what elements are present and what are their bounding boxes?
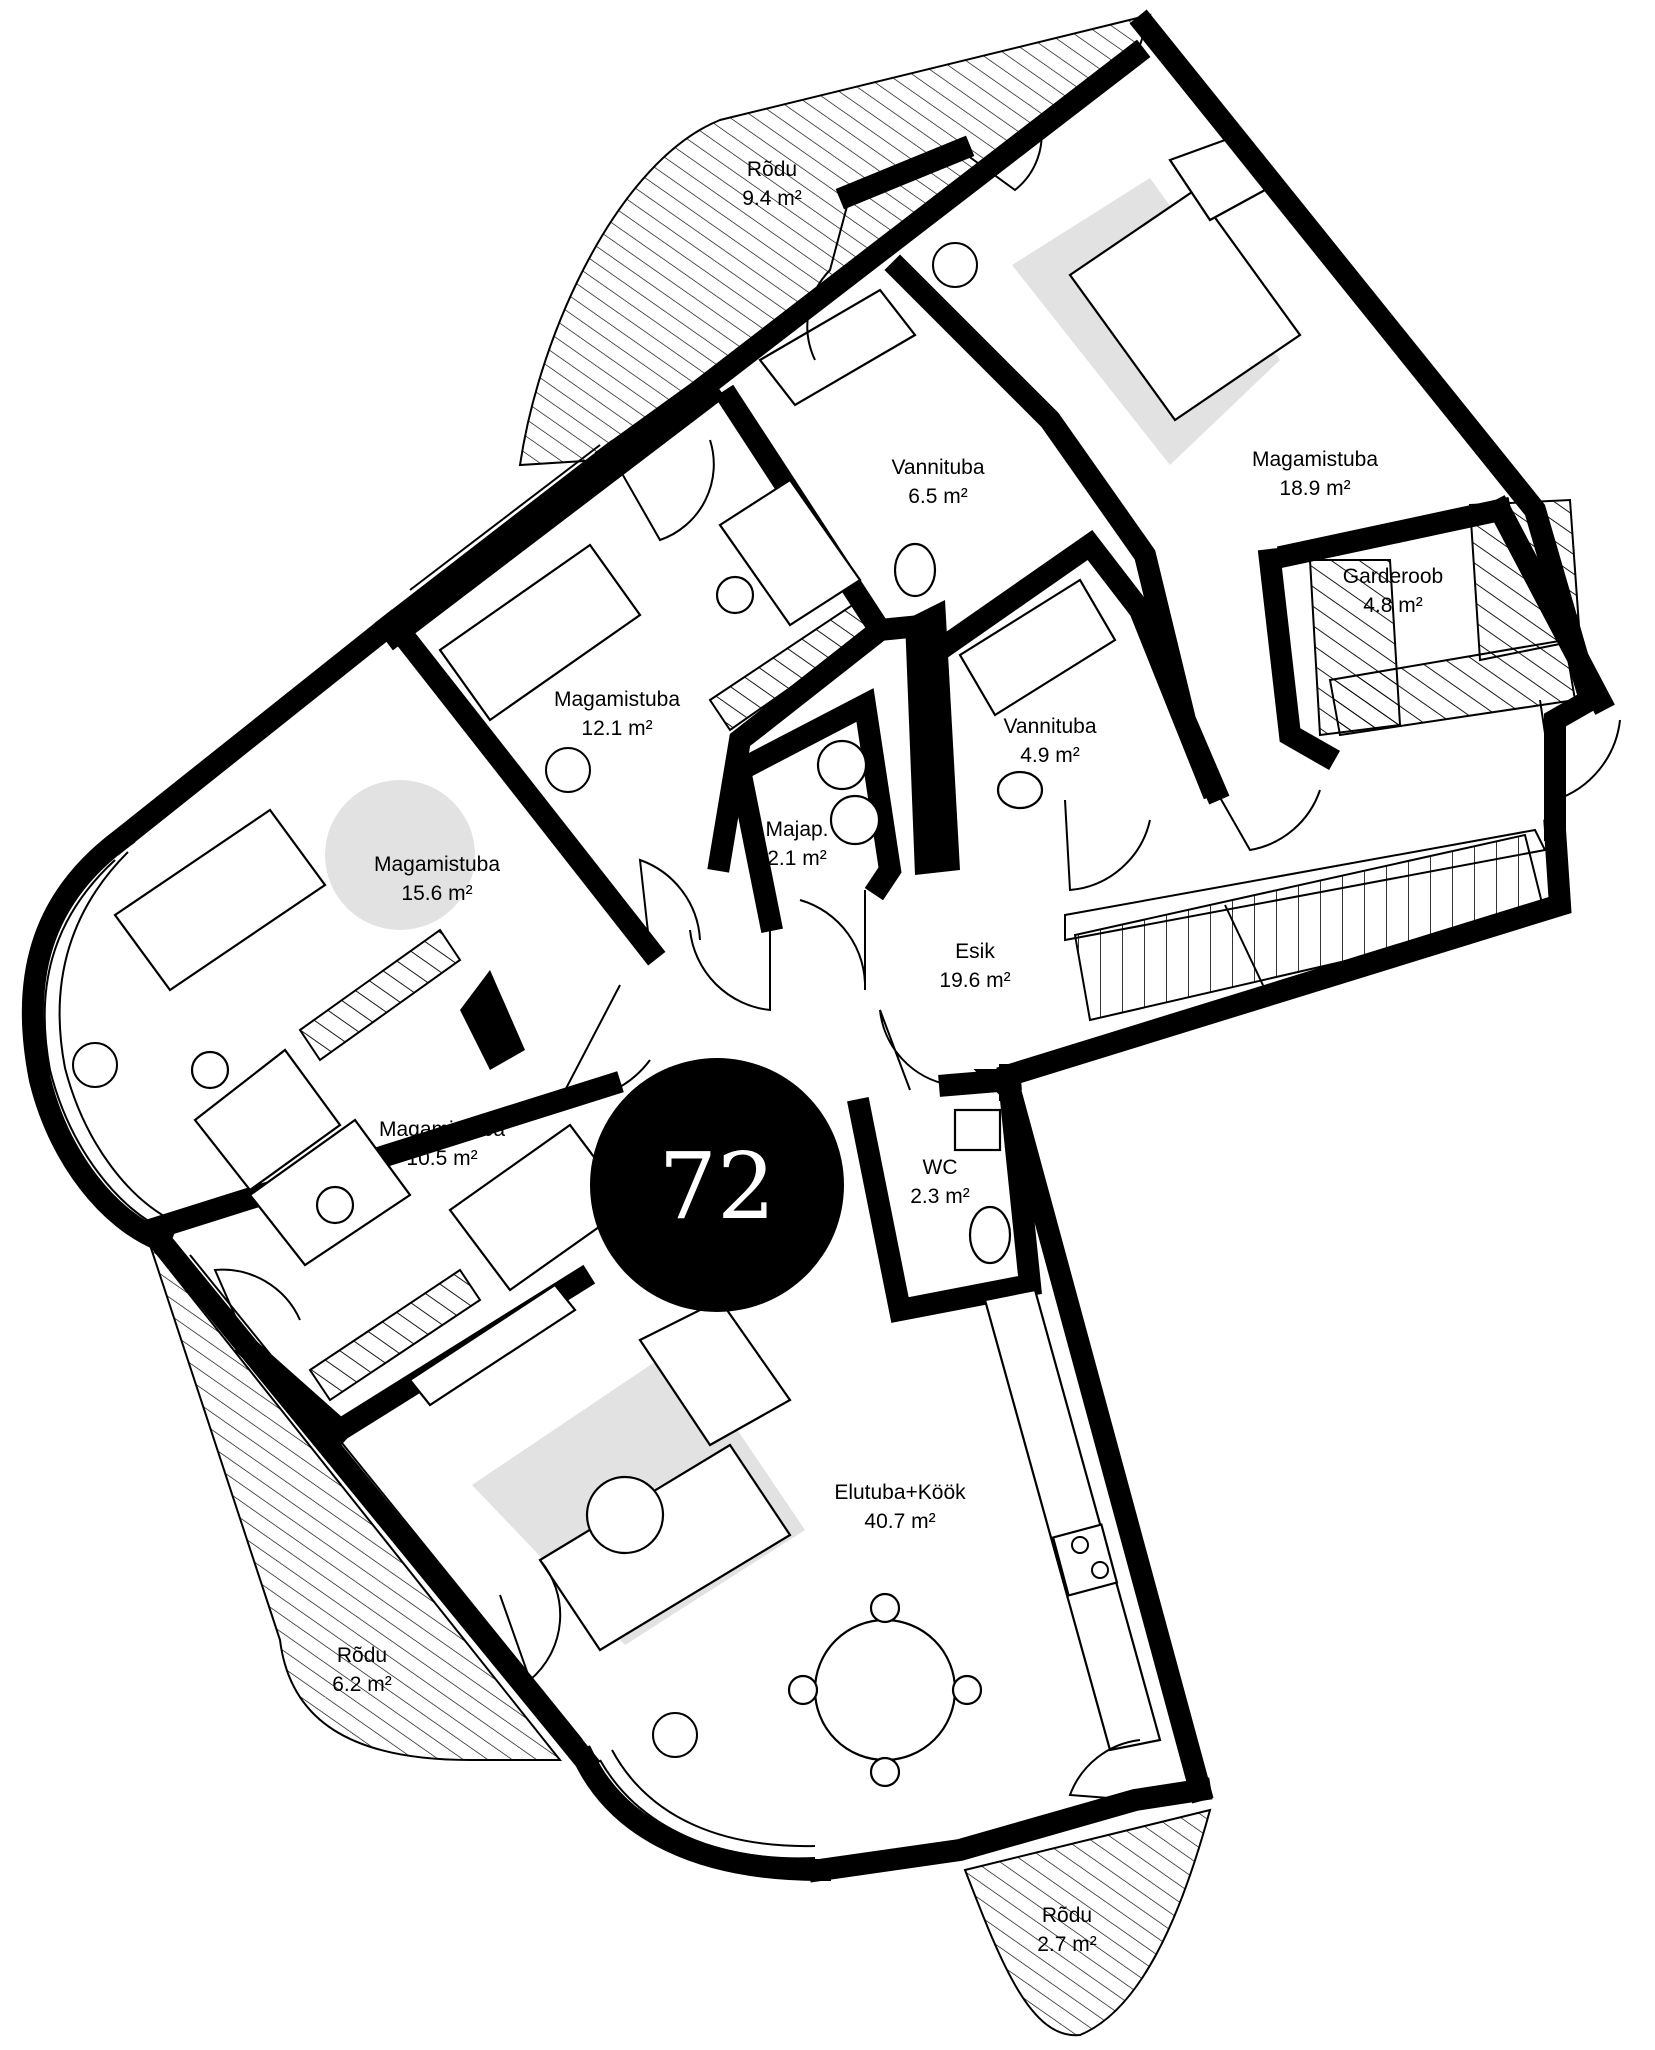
- room-name-bathroom-small: Vannituba: [1003, 715, 1096, 738]
- room-area-bedroom-12: 12.1 m²: [581, 717, 652, 740]
- apartment-number-badge: 72: [590, 1058, 844, 1312]
- room-area-balcony-top: 9.4 m²: [742, 187, 802, 210]
- room-area-bathroom-small: 4.9 m²: [1020, 744, 1080, 767]
- room-name-balcony-bottom: Rõdu: [1042, 1904, 1092, 1927]
- balcony-top: [518, 13, 1152, 467]
- plant-icon: [72, 242, 978, 1758]
- room-name-bedroom-15: Magamistuba: [374, 853, 500, 876]
- room-area-wardrobe: 4.8 m²: [1363, 594, 1423, 617]
- room-area-wc: 2.3 m²: [910, 1185, 970, 1208]
- room-labels: Rõdu 9.4 m² Magamistuba 18.9 m² Garderoo…: [332, 158, 1443, 1956]
- room-area-balcony-left: 6.2 m²: [332, 1673, 392, 1696]
- windows: [43, 444, 816, 1860]
- room-area-hall: 19.6 m²: [939, 969, 1010, 992]
- doors: [213, 119, 1621, 1801]
- room-name-living-kitchen: Elutuba+Köök: [834, 1481, 966, 1504]
- room-name-bathroom-large: Vannituba: [891, 456, 984, 479]
- closets: [298, 498, 1582, 1402]
- furniture: [113, 138, 1302, 1788]
- room-name-utility: Majap.: [765, 818, 828, 841]
- room-area-living-kitchen: 40.7 m²: [864, 1510, 935, 1533]
- stairs: [1064, 828, 1547, 1022]
- room-name-master-bedroom: Magamistuba: [1252, 448, 1378, 471]
- rug-bedroom-15: [325, 780, 475, 930]
- room-area-bathroom-large: 6.5 m²: [908, 485, 968, 508]
- apartment-number: 72: [658, 1133, 775, 1240]
- room-area-utility: 2.1 m²: [767, 847, 827, 870]
- room-name-bedroom-10: Magamistuba: [379, 1118, 505, 1141]
- room-name-balcony-left: Rõdu: [337, 1644, 387, 1667]
- room-name-hall: Esik: [955, 940, 995, 963]
- balcony-bottom: [963, 1808, 1212, 2037]
- room-name-wardrobe: Garderoob: [1343, 565, 1443, 588]
- room-area-bedroom-10: 10.5 m²: [406, 1147, 477, 1170]
- room-name-bedroom-12: Magamistuba: [554, 688, 680, 711]
- room-area-master-bedroom: 18.9 m²: [1279, 477, 1350, 500]
- room-area-bedroom-15: 15.6 m²: [401, 882, 472, 905]
- room-area-balcony-bottom: 2.7 m²: [1037, 1933, 1097, 1956]
- room-name-balcony-top: Rõdu: [747, 158, 797, 181]
- balcony-left: [149, 1244, 563, 1761]
- room-name-wc: WC: [923, 1156, 958, 1179]
